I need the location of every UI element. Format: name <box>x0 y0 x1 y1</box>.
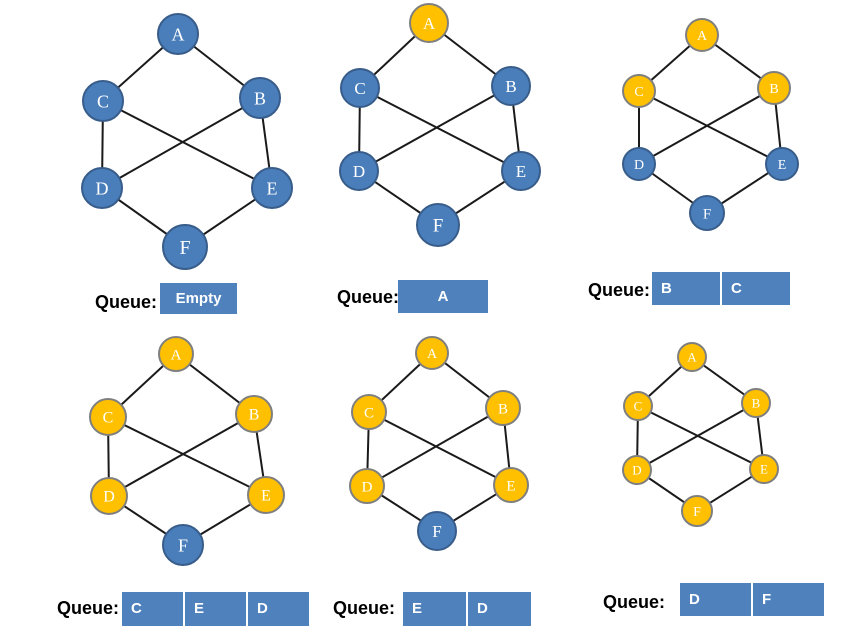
edge-B-D-step-2 <box>358 85 512 172</box>
queue-cell-step-4: C <box>122 592 183 626</box>
graph-node-F-step-5 <box>417 511 457 551</box>
graph-node-F-step-3 <box>689 195 725 231</box>
edge-C-E-step-6 <box>637 405 765 470</box>
edge-B-D-step-6 <box>636 402 757 471</box>
graph-node-C-step-3 <box>622 74 656 108</box>
queue-cells-step-1: Empty <box>160 283 237 314</box>
queue-label-step-3: Queue: <box>588 280 651 300</box>
graph-node-B-step-5 <box>485 390 521 426</box>
graph-node-D-step-1 <box>81 167 123 209</box>
queue-label-step-6: Queue: <box>603 592 666 612</box>
edge-B-D-step-3 <box>638 87 775 165</box>
queue-cell-step-5: E <box>403 592 466 626</box>
graph-node-E-step-2 <box>501 151 541 191</box>
graph-node-A-step-1 <box>157 13 199 55</box>
graph-node-C-step-2 <box>340 68 380 108</box>
edge-C-E-step-5 <box>368 411 512 486</box>
graph-node-F-step-2 <box>416 203 460 247</box>
graph-node-E-step-6 <box>749 454 779 484</box>
graph-node-C-step-4 <box>89 398 127 436</box>
edge-B-D-step-4 <box>108 413 255 497</box>
graph-node-B-step-4 <box>235 395 273 433</box>
queue-cell-step-5: D <box>468 592 531 626</box>
graph-node-C-step-5 <box>351 394 387 430</box>
graph-node-B-step-6 <box>741 388 771 418</box>
edge-C-E-step-2 <box>359 87 522 172</box>
graph-node-A-step-5 <box>415 336 449 370</box>
edge-B-D-step-5 <box>366 407 504 487</box>
queue-label-step-4: Queue: <box>57 598 120 618</box>
queue-cell-step-4: E <box>185 592 246 626</box>
graph-node-F-step-6 <box>681 495 713 527</box>
graph-node-B-step-3 <box>757 71 791 105</box>
edge-B-D-step-1 <box>101 97 261 189</box>
graph-node-E-step-4 <box>247 476 285 514</box>
graph-node-D-step-3 <box>622 147 656 181</box>
graph-node-D-step-2 <box>339 151 379 191</box>
queue-cell-step-6: D <box>680 583 751 616</box>
graph-node-F-step-1 <box>162 224 208 270</box>
graph-node-A-step-2 <box>409 3 449 43</box>
graph-node-C-step-1 <box>82 80 124 122</box>
queue-cell-step-3: B <box>652 272 720 305</box>
queue-cells-step-2: A <box>398 280 488 313</box>
queue-cell-step-1: Empty <box>160 283 237 314</box>
edge-C-E-step-3 <box>638 90 783 165</box>
graph-node-B-step-2 <box>491 66 531 106</box>
queue-cell-step-3: C <box>722 272 790 305</box>
graph-node-A-step-6 <box>677 342 707 372</box>
graph-node-E-step-1 <box>251 167 293 209</box>
queue-cell-step-4: D <box>248 592 309 626</box>
graph-node-A-step-3 <box>685 18 719 52</box>
queue-cell-step-6: F <box>753 583 824 616</box>
queue-label-step-2: Queue: <box>337 287 400 307</box>
graph-node-E-step-5 <box>493 467 529 503</box>
graph-node-C-step-6 <box>623 391 653 421</box>
graph-node-B-step-1 <box>239 77 281 119</box>
graph-node-F-step-4 <box>162 524 204 566</box>
queue-cell-step-2: A <box>398 280 488 313</box>
edge-C-E-step-4 <box>107 416 267 496</box>
graph-node-D-step-4 <box>90 477 128 515</box>
graph-node-A-step-4 <box>158 336 194 372</box>
edge-C-E-step-1 <box>102 100 273 189</box>
queue-label-step-5: Queue: <box>333 598 396 618</box>
graph-node-D-step-5 <box>349 468 385 504</box>
queue-label-step-1: Queue: <box>95 292 158 312</box>
graph-node-E-step-3 <box>765 147 799 181</box>
graph-node-D-step-6 <box>622 455 652 485</box>
